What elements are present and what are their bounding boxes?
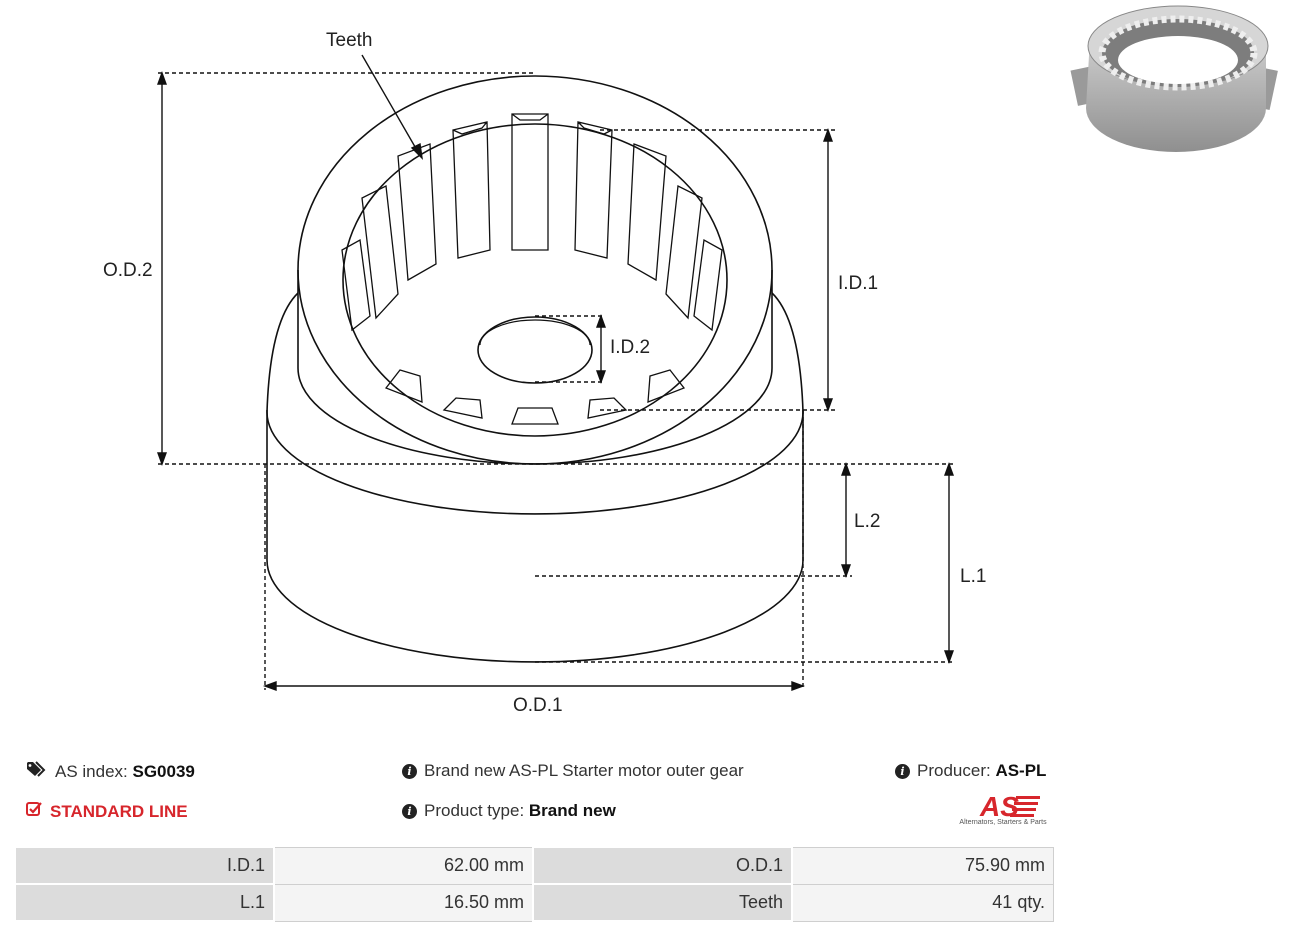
spec-value: 16.50 mm — [273, 883, 534, 922]
id1-label: I.D.1 — [838, 273, 878, 294]
spec-value: 41 qty. — [791, 883, 1054, 922]
inner-bore — [342, 123, 728, 437]
l2-label: L.2 — [854, 511, 880, 532]
center-hole — [477, 316, 593, 384]
product-type-value: Brand new — [528, 801, 616, 820]
spec-value: 75.90 mm — [791, 846, 1054, 885]
as-pl-logo: AS Alternators, Starters & Parts — [952, 791, 1054, 832]
spec-label: Teeth — [532, 883, 793, 922]
spec-label: L.1 — [14, 883, 275, 922]
spec-label: O.D.1 — [532, 846, 793, 885]
product-type: i Product type: Brand new — [402, 801, 616, 821]
check-square-icon — [26, 801, 43, 822]
spec-value: 62.00 mm — [273, 846, 534, 885]
producer: i Producer: AS-PL — [895, 761, 1046, 781]
standard-line: STANDARD LINE — [26, 801, 188, 822]
body-side — [297, 270, 773, 465]
collar-shoulder — [266, 292, 804, 413]
od2-label: O.D.2 — [103, 260, 153, 281]
table-row: I.D.1 62.00 mm O.D.1 75.90 mm — [14, 846, 1054, 885]
info-circle-icon: i — [402, 803, 417, 819]
info-circle-icon: i — [402, 763, 417, 779]
gear-teeth — [341, 113, 723, 425]
as-index-value: SG0039 — [132, 761, 195, 781]
od1-label: O.D.1 — [513, 695, 563, 716]
description-text: Brand new AS-PL Starter motor outer gear — [424, 761, 744, 780]
id2-label: I.D.2 — [610, 337, 650, 358]
table-row: L.1 16.50 mm Teeth 41 qty. — [14, 883, 1054, 922]
l1-label: L.1 — [960, 566, 986, 587]
logo-tagline: Alternators, Starters & Parts — [959, 819, 1047, 826]
collar-side — [266, 410, 804, 663]
tags-icon — [26, 761, 48, 782]
description: i Brand new AS-PL Starter motor outer ge… — [402, 761, 744, 781]
outer-top-rim — [297, 75, 773, 465]
product-photo — [1070, 5, 1278, 152]
collar-top-arc — [266, 411, 804, 515]
teeth-label: Teeth — [326, 30, 372, 51]
producer-value: AS-PL — [995, 761, 1047, 780]
producer-label: Producer: — [917, 761, 991, 780]
spec-label: I.D.1 — [14, 846, 275, 885]
specs-table: I.D.1 62.00 mm O.D.1 75.90 mm L.1 16.50 … — [14, 846, 1054, 922]
technical-drawing: Teeth O.D.2 I.D.1 I.D.2 L.2 L.1 O.D.1 — [103, 5, 1278, 716]
standard-line-label: STANDARD LINE — [50, 801, 188, 821]
info-circle-icon: i — [895, 763, 910, 779]
as-index: AS index: SG0039 — [26, 761, 195, 782]
product-type-label: Product type: — [424, 801, 525, 820]
as-index-label: AS index: — [55, 761, 128, 781]
